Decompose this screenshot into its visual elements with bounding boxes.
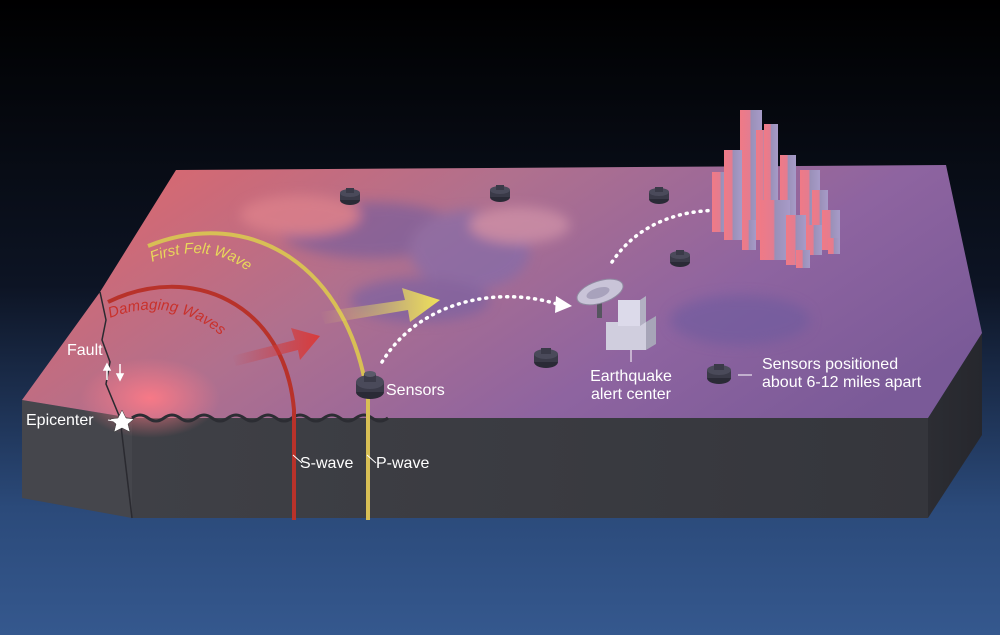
terrain-texture: [240, 195, 810, 345]
satellite-dish-icon: [576, 278, 624, 318]
s-wave-leader: [292, 454, 303, 464]
sensor-icon: [534, 348, 558, 368]
fault-block-face: [22, 400, 132, 518]
signal-arrowhead-1: [555, 296, 572, 313]
epicenter-leader: [107, 419, 115, 422]
sensor-icon: [356, 371, 384, 399]
sensor-icon: [670, 250, 690, 267]
p-wave-label: P-wave: [376, 455, 430, 472]
epicenter-label: Epicenter: [26, 412, 94, 429]
p-wave-arrow: [320, 288, 440, 324]
sensor-spacing-label: Sensors positioned about 6-12 miles apar…: [762, 356, 922, 391]
wave-ripple-edge: [131, 413, 389, 423]
sensors-label: Sensors: [386, 382, 445, 399]
city-buildings-icon: [712, 110, 840, 268]
sensor-icon: [340, 188, 360, 205]
sensor-icon: [490, 185, 510, 202]
fault-slip-arrows-icon: [102, 362, 125, 382]
sensor-icon: [707, 364, 731, 384]
sensor-icon: [649, 187, 669, 204]
alert-center-building: [606, 296, 656, 350]
signal-arc-to-alert-center: [380, 294, 562, 364]
epicenter-glow: [80, 358, 220, 438]
p-wave-front: [147, 231, 370, 520]
s-wave-arrow: [232, 328, 320, 366]
p-wave-leader: [366, 454, 377, 464]
star-icon: [109, 409, 135, 433]
alert-center-label: Earthquake alert center: [590, 368, 672, 403]
s-wave-label: S-wave: [300, 455, 354, 472]
signal-arc-to-city: [610, 208, 744, 264]
block-right-face: [928, 333, 982, 518]
fault-label: Fault: [67, 342, 103, 359]
s-wave-front: [107, 284, 296, 520]
block-front-face: [132, 418, 928, 518]
